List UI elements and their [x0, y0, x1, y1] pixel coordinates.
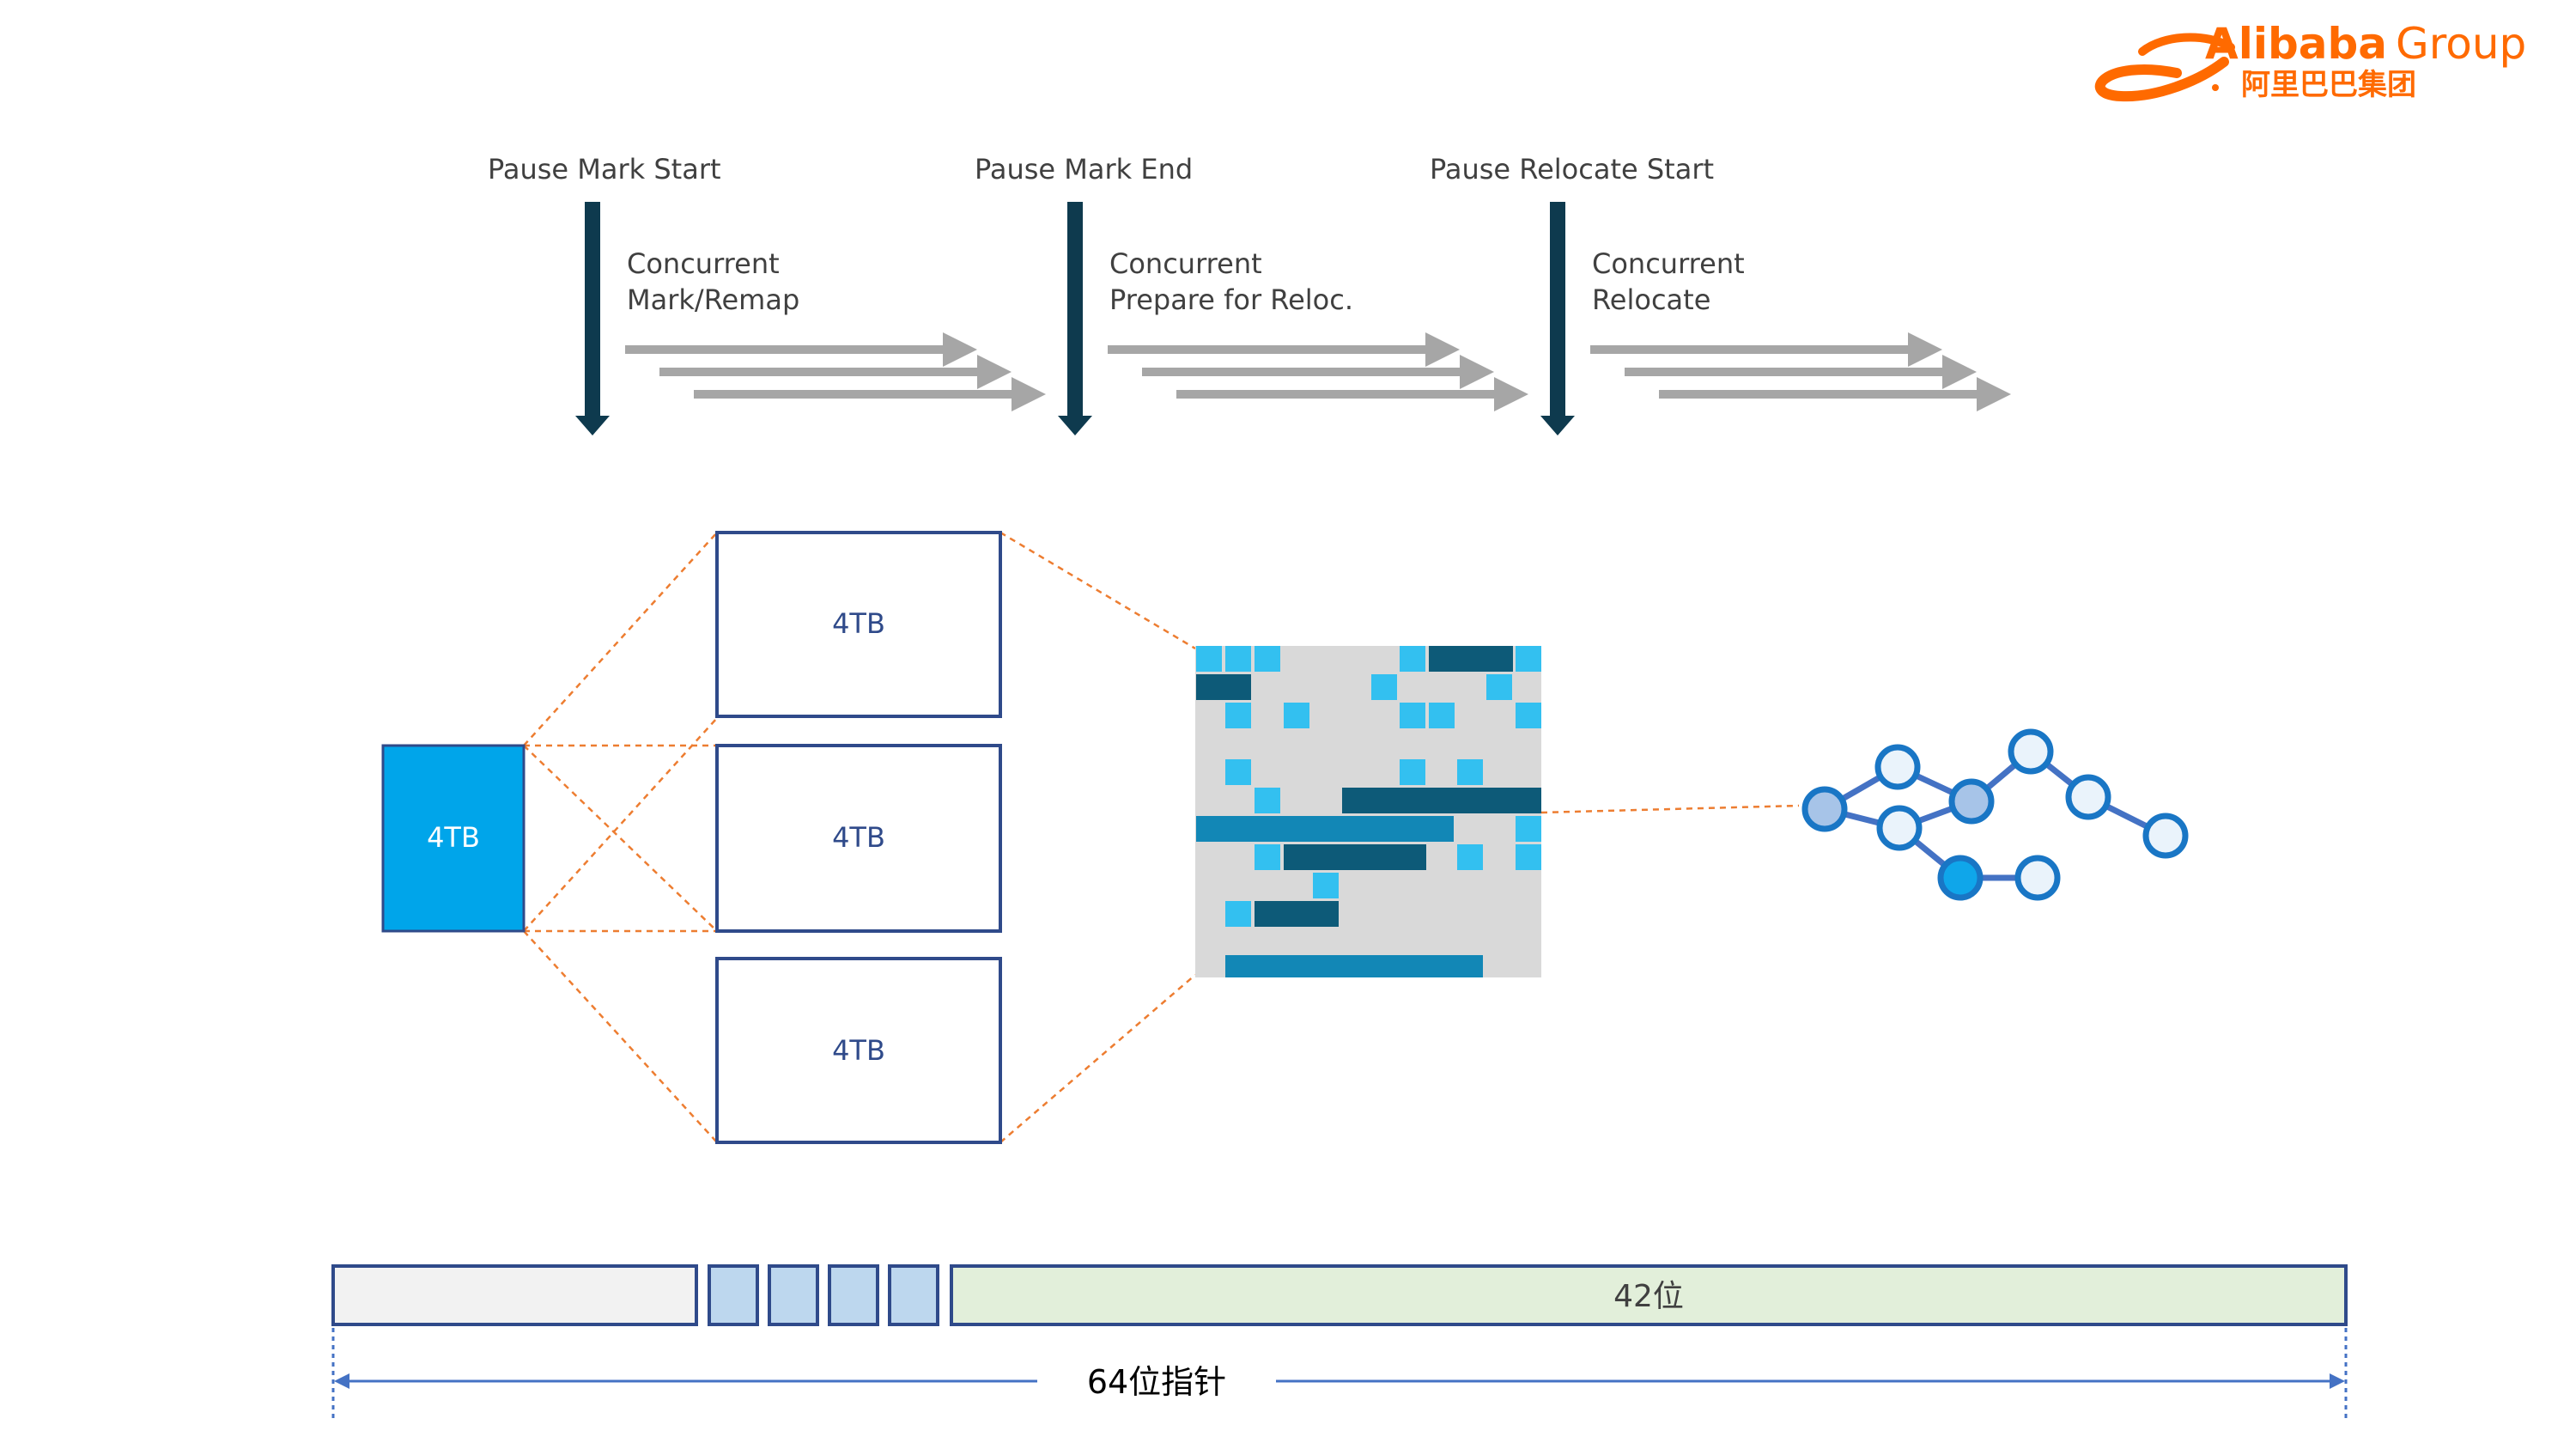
- pause-mark-end-label: Pause Mark End: [975, 153, 1193, 186]
- large-objects: [1196, 646, 1541, 977]
- connector-line: [523, 745, 718, 932]
- heap-object: [1516, 703, 1541, 728]
- virtual-view-box: [715, 744, 1002, 933]
- brand-chinese: 阿里巴巴集团: [2241, 68, 2416, 102]
- heap-object: [1284, 703, 1309, 728]
- heap-object: [1457, 759, 1483, 785]
- metadata-bit-field: [828, 1264, 879, 1326]
- metadata-bit-field: [888, 1264, 939, 1326]
- connector-line: [523, 532, 718, 746]
- heap-object: [1516, 646, 1541, 672]
- concurrent-thread-arrows: [625, 332, 2011, 411]
- alibaba-swoosh-icon: [2094, 33, 2235, 102]
- connector-line: [523, 930, 718, 1143]
- unused-bits-field: [331, 1264, 698, 1326]
- pointer-width-label: 64位指针: [1087, 1363, 1226, 1401]
- metadata-bit-field: [768, 1264, 819, 1326]
- colored-pointer: 42位 64位指针: [331, 1264, 2348, 1419]
- heap-object: [1225, 759, 1251, 785]
- graph-node: [1876, 805, 1923, 851]
- phase-2-line2: Prepare for Reloc.: [1109, 283, 1353, 316]
- gc-timeline: Pause Mark Start Pause Mark End Pause Re…: [488, 153, 2011, 435]
- heap-object: [1196, 674, 1251, 700]
- graph-node: [1937, 855, 1984, 901]
- graph-node: [1948, 778, 1995, 825]
- heap-object: [1313, 873, 1339, 898]
- connector-line: [999, 531, 1196, 650]
- virtual-view-box: [715, 957, 1002, 1144]
- small-objects: [1196, 646, 1541, 927]
- pointer-dimension: [331, 1328, 2348, 1419]
- heap-object: [1225, 646, 1251, 672]
- pause-arrow: [575, 202, 610, 435]
- mapping-connectors: [523, 531, 1800, 1143]
- heap-object: [1342, 788, 1541, 813]
- phase-1-line2: Mark/Remap: [627, 283, 799, 316]
- heap-object: [1400, 646, 1425, 672]
- virtual-view-label: 4TB: [832, 607, 885, 640]
- brand-suffix: Group: [2396, 19, 2526, 69]
- phase-3-line1: Concurrent: [1592, 247, 1745, 280]
- heap-object: [1400, 759, 1425, 785]
- physical-memory-block: [381, 744, 526, 933]
- brand-name: Alibaba: [2205, 19, 2387, 69]
- graph-node: [1801, 786, 1848, 832]
- metadata-bit-field: [708, 1264, 759, 1326]
- graph-nodes: [1801, 728, 2189, 901]
- heap-object: [1225, 703, 1251, 728]
- pause-relocate-start-label: Pause Relocate Start: [1430, 153, 1714, 186]
- object-graph: [1801, 728, 2189, 901]
- heap-object: [1371, 674, 1397, 700]
- graph-node: [2065, 774, 2111, 820]
- heap-object: [1429, 703, 1455, 728]
- virtual-view-label: 4TB: [832, 1034, 885, 1067]
- pause-mark-start-label: Pause Mark Start: [488, 153, 721, 186]
- heap-object: [1196, 816, 1454, 842]
- heap-object: [1225, 955, 1483, 977]
- heap-object: [1255, 901, 1339, 927]
- graph-node: [2008, 728, 2054, 775]
- heap-object: [1400, 703, 1425, 728]
- phase-3-line2: Relocate: [1592, 283, 1710, 316]
- graph-node: [2014, 855, 2061, 901]
- connector-line: [523, 717, 718, 932]
- heap-object: [1196, 646, 1222, 672]
- heap-object: [1516, 844, 1541, 870]
- connector-line: [999, 974, 1196, 1143]
- heap-object: [1516, 816, 1541, 842]
- graph-node: [2142, 813, 2189, 859]
- heap-object: [1255, 844, 1280, 870]
- heap-object: [1225, 901, 1251, 927]
- address-bits-field: [950, 1264, 2348, 1326]
- heap-object: [1486, 674, 1512, 700]
- virtual-view-box: [715, 531, 1002, 718]
- phase-2-line1: Concurrent: [1109, 247, 1262, 280]
- virtual-view-label: 4TB: [832, 821, 885, 854]
- heap-object: [1255, 646, 1280, 672]
- connector-line: [1540, 804, 1800, 814]
- heap-object: [1255, 788, 1280, 813]
- pause-arrow: [1058, 202, 1092, 435]
- phase-1-line1: Concurrent: [627, 247, 780, 280]
- graph-node: [1874, 744, 1921, 790]
- physical-memory-label: 4TB: [427, 821, 480, 854]
- heap-pages: [1195, 646, 1541, 977]
- multi-mapping: 4TB 4TB 4TB 4TB: [381, 531, 1800, 1144]
- address-bits-label: 42位: [1613, 1279, 1684, 1314]
- pause-arrow: [1540, 202, 1575, 435]
- heap-object: [1429, 646, 1513, 672]
- heap-object: [1457, 844, 1483, 870]
- heap-object: [1284, 844, 1426, 870]
